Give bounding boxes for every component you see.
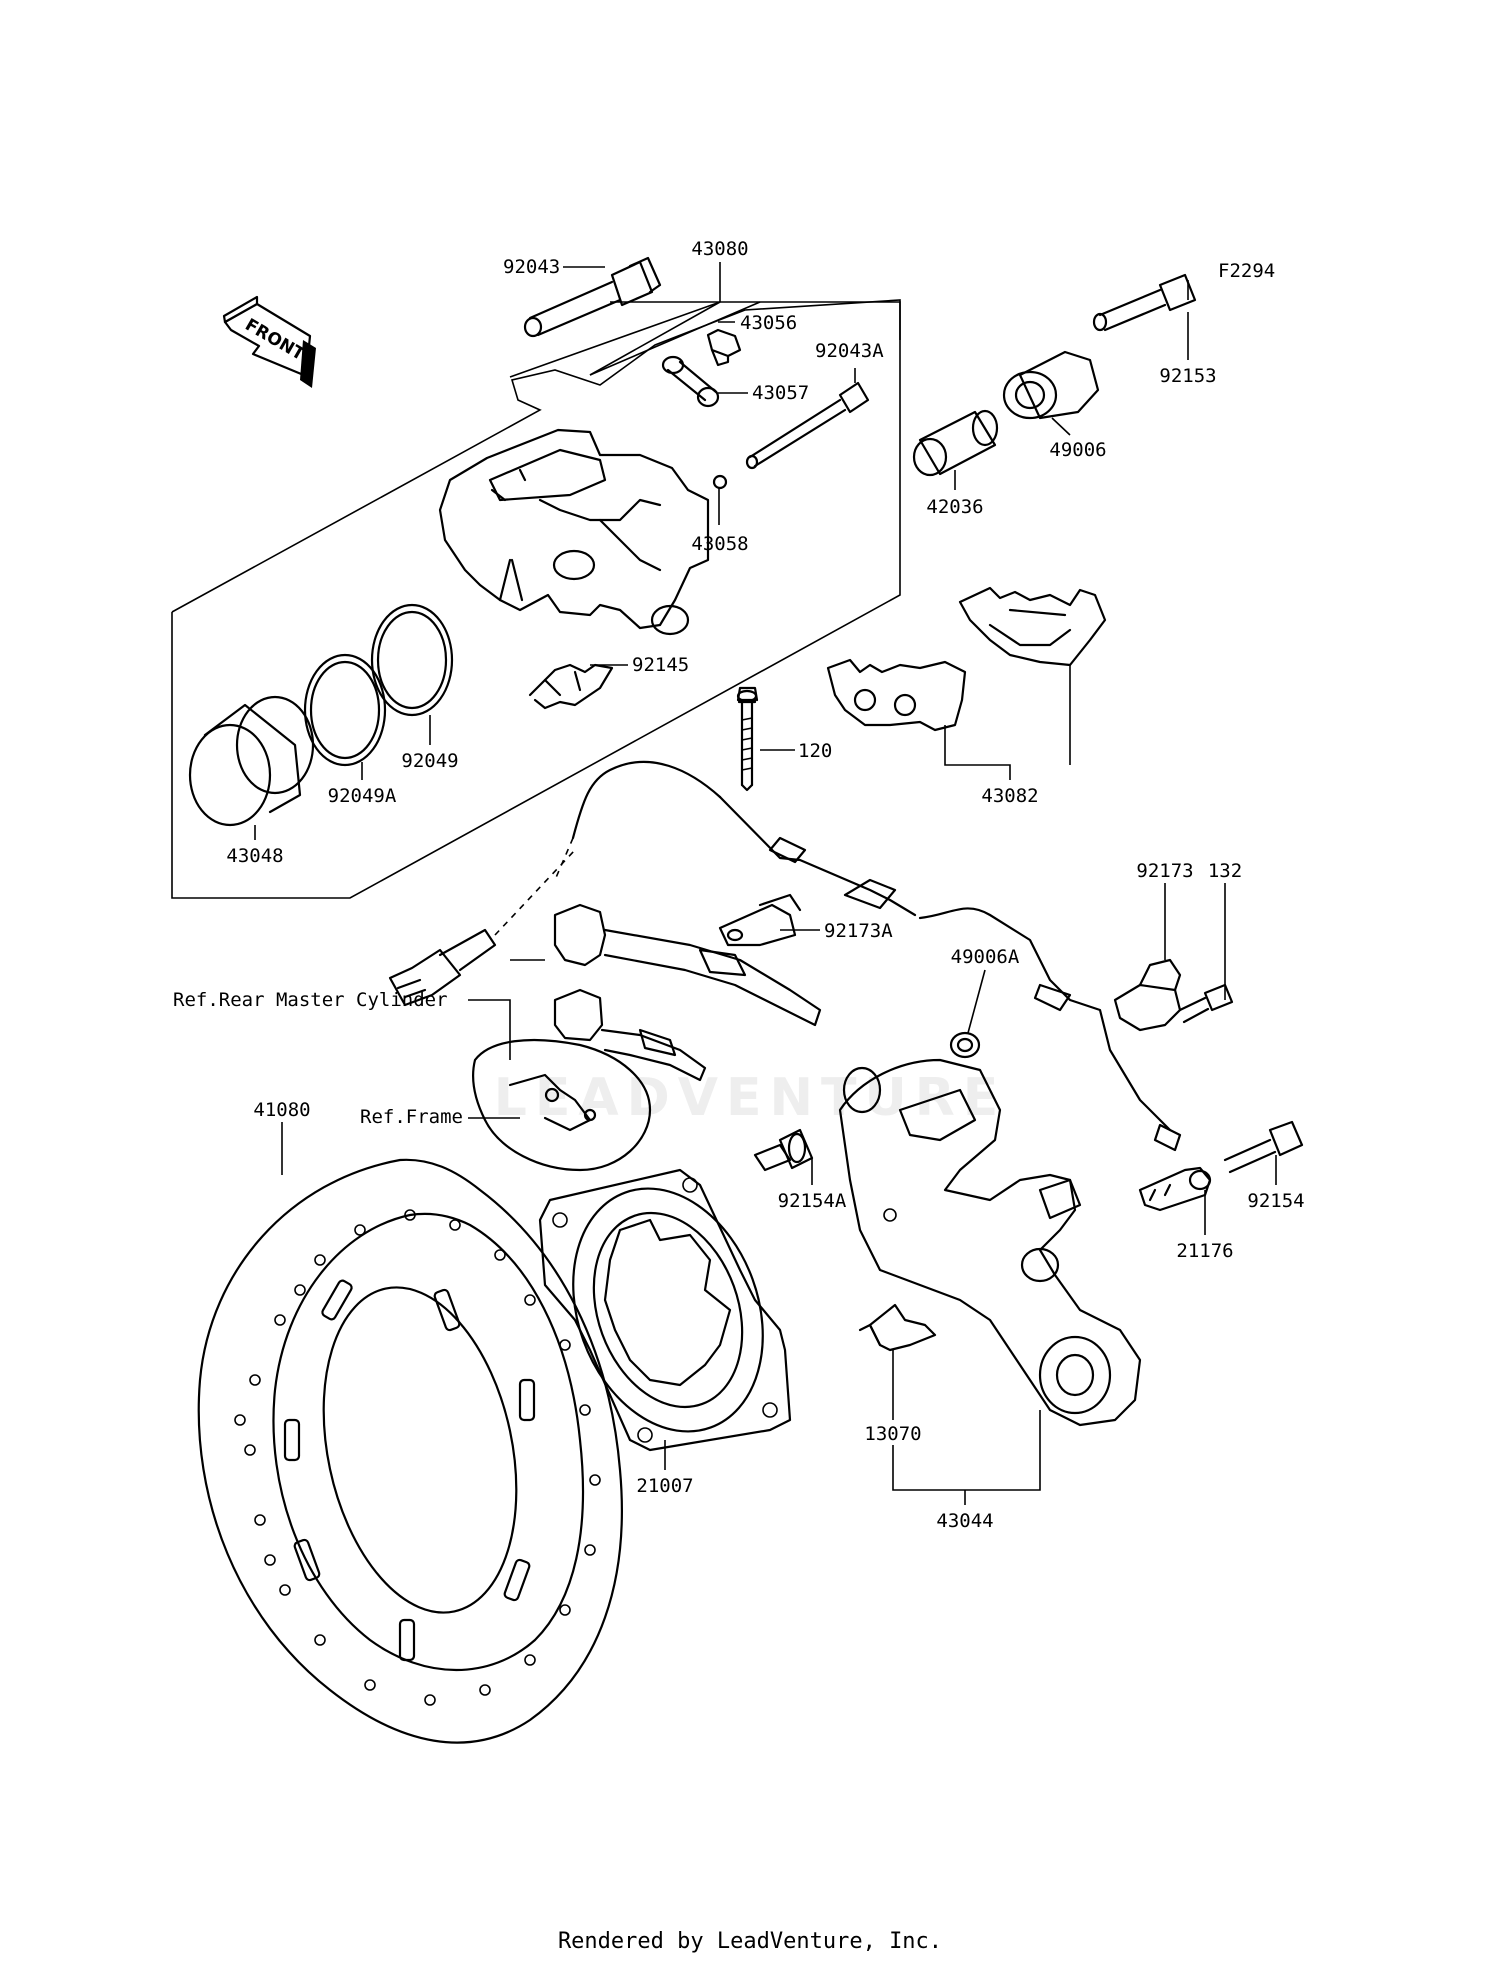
callout-F2294: F2294: [1218, 260, 1275, 282]
pad-spring-92145: [528, 663, 614, 710]
bushing-49006A: [949, 1031, 981, 1059]
brake-pads-43082: [826, 586, 1107, 732]
watermark-text: LEADVENTURE: [494, 1068, 1007, 1128]
abs-sensor-wire: [554, 760, 1182, 1152]
slide-pin-92043: [523, 256, 662, 338]
piston-43048: [188, 695, 315, 827]
callout-49006A[interactable]: 49006A: [951, 946, 1020, 968]
callout-43058[interactable]: 43058: [691, 533, 748, 555]
bolt-120: [736, 686, 759, 792]
caliper-bracket-43044: [838, 1058, 1142, 1427]
abs-connector-and-lines: [388, 849, 822, 1082]
callout-43082[interactable]: 43082: [981, 785, 1038, 807]
callout-43080[interactable]: 43080: [691, 238, 748, 260]
callout-43057[interactable]: 43057: [752, 382, 809, 404]
front-arrow-icon: FRONT: [222, 295, 316, 388]
callout-49006[interactable]: 49006: [1049, 439, 1106, 461]
piston-seal-92049A: [303, 653, 387, 767]
dust-seal-92049: [370, 603, 454, 717]
callout-41080[interactable]: 41080: [253, 1099, 310, 1121]
callout-43044[interactable]: 43044: [936, 1510, 993, 1532]
caliper-assembly-outline: [171, 262, 901, 899]
callout-92049A[interactable]: 92049A: [328, 785, 397, 807]
frame-reference-sketch: [471, 1038, 652, 1172]
clamp-92173: [1113, 958, 1182, 1032]
callout-132[interactable]: 132: [1208, 860, 1242, 882]
bolt-132: [1178, 983, 1234, 1024]
callout-92173A[interactable]: 92173A: [824, 920, 893, 942]
callout-13070[interactable]: 13070: [864, 1423, 921, 1445]
callout-92153[interactable]: 92153: [1159, 365, 1216, 387]
callout-92154[interactable]: 92154: [1247, 1190, 1304, 1212]
ref-rear-master-cylinder[interactable]: Ref.Rear Master Cylinder: [173, 989, 448, 1011]
bolt-92154A: [753, 1128, 814, 1172]
hose-clamp-92173A: [718, 893, 802, 947]
abs-rotor-21007: [538, 1168, 792, 1452]
bolt-92153: [1092, 273, 1197, 332]
callout-43048[interactable]: 43048: [226, 845, 283, 867]
footer-credit: Rendered by LeadVenture, Inc.: [558, 1929, 942, 1954]
callout-92173[interactable]: 92173: [1136, 860, 1193, 882]
pad-clip-13070: [858, 1303, 937, 1352]
ref-frame[interactable]: Ref.Frame: [360, 1106, 463, 1128]
callout-92154A[interactable]: 92154A: [778, 1190, 847, 1212]
callout-21176[interactable]: 21176: [1176, 1240, 1233, 1262]
callout-21007[interactable]: 21007: [636, 1475, 693, 1497]
brake-disc-41080: [197, 1158, 623, 1744]
callout-92043[interactable]: 92043: [503, 256, 560, 278]
abs-speed-sensor-21176: [1138, 1166, 1212, 1212]
callout-42036[interactable]: 42036: [926, 496, 983, 518]
bolt-92154: [1223, 1120, 1304, 1174]
callout-92145[interactable]: 92145: [632, 654, 689, 676]
boot-49006: [1002, 350, 1100, 420]
callout-120[interactable]: 120: [798, 740, 832, 762]
callout-43056[interactable]: 43056: [740, 312, 797, 334]
leader-lines: [254, 266, 1277, 1505]
pad-pin-92043A: [745, 381, 870, 470]
part-number-callouts: 43080 92043 43056 92043A 43057 43058 F22…: [173, 238, 1305, 1532]
bleeder-cap-43057: [661, 355, 720, 408]
sleeve-42036: [912, 409, 999, 477]
bleeder-valve-43056: [706, 328, 742, 367]
caliper-body-43080: [438, 428, 710, 636]
o-ring-43058: [712, 474, 728, 490]
callout-92049[interactable]: 92049: [401, 750, 458, 772]
callout-92043A[interactable]: 92043A: [815, 340, 884, 362]
